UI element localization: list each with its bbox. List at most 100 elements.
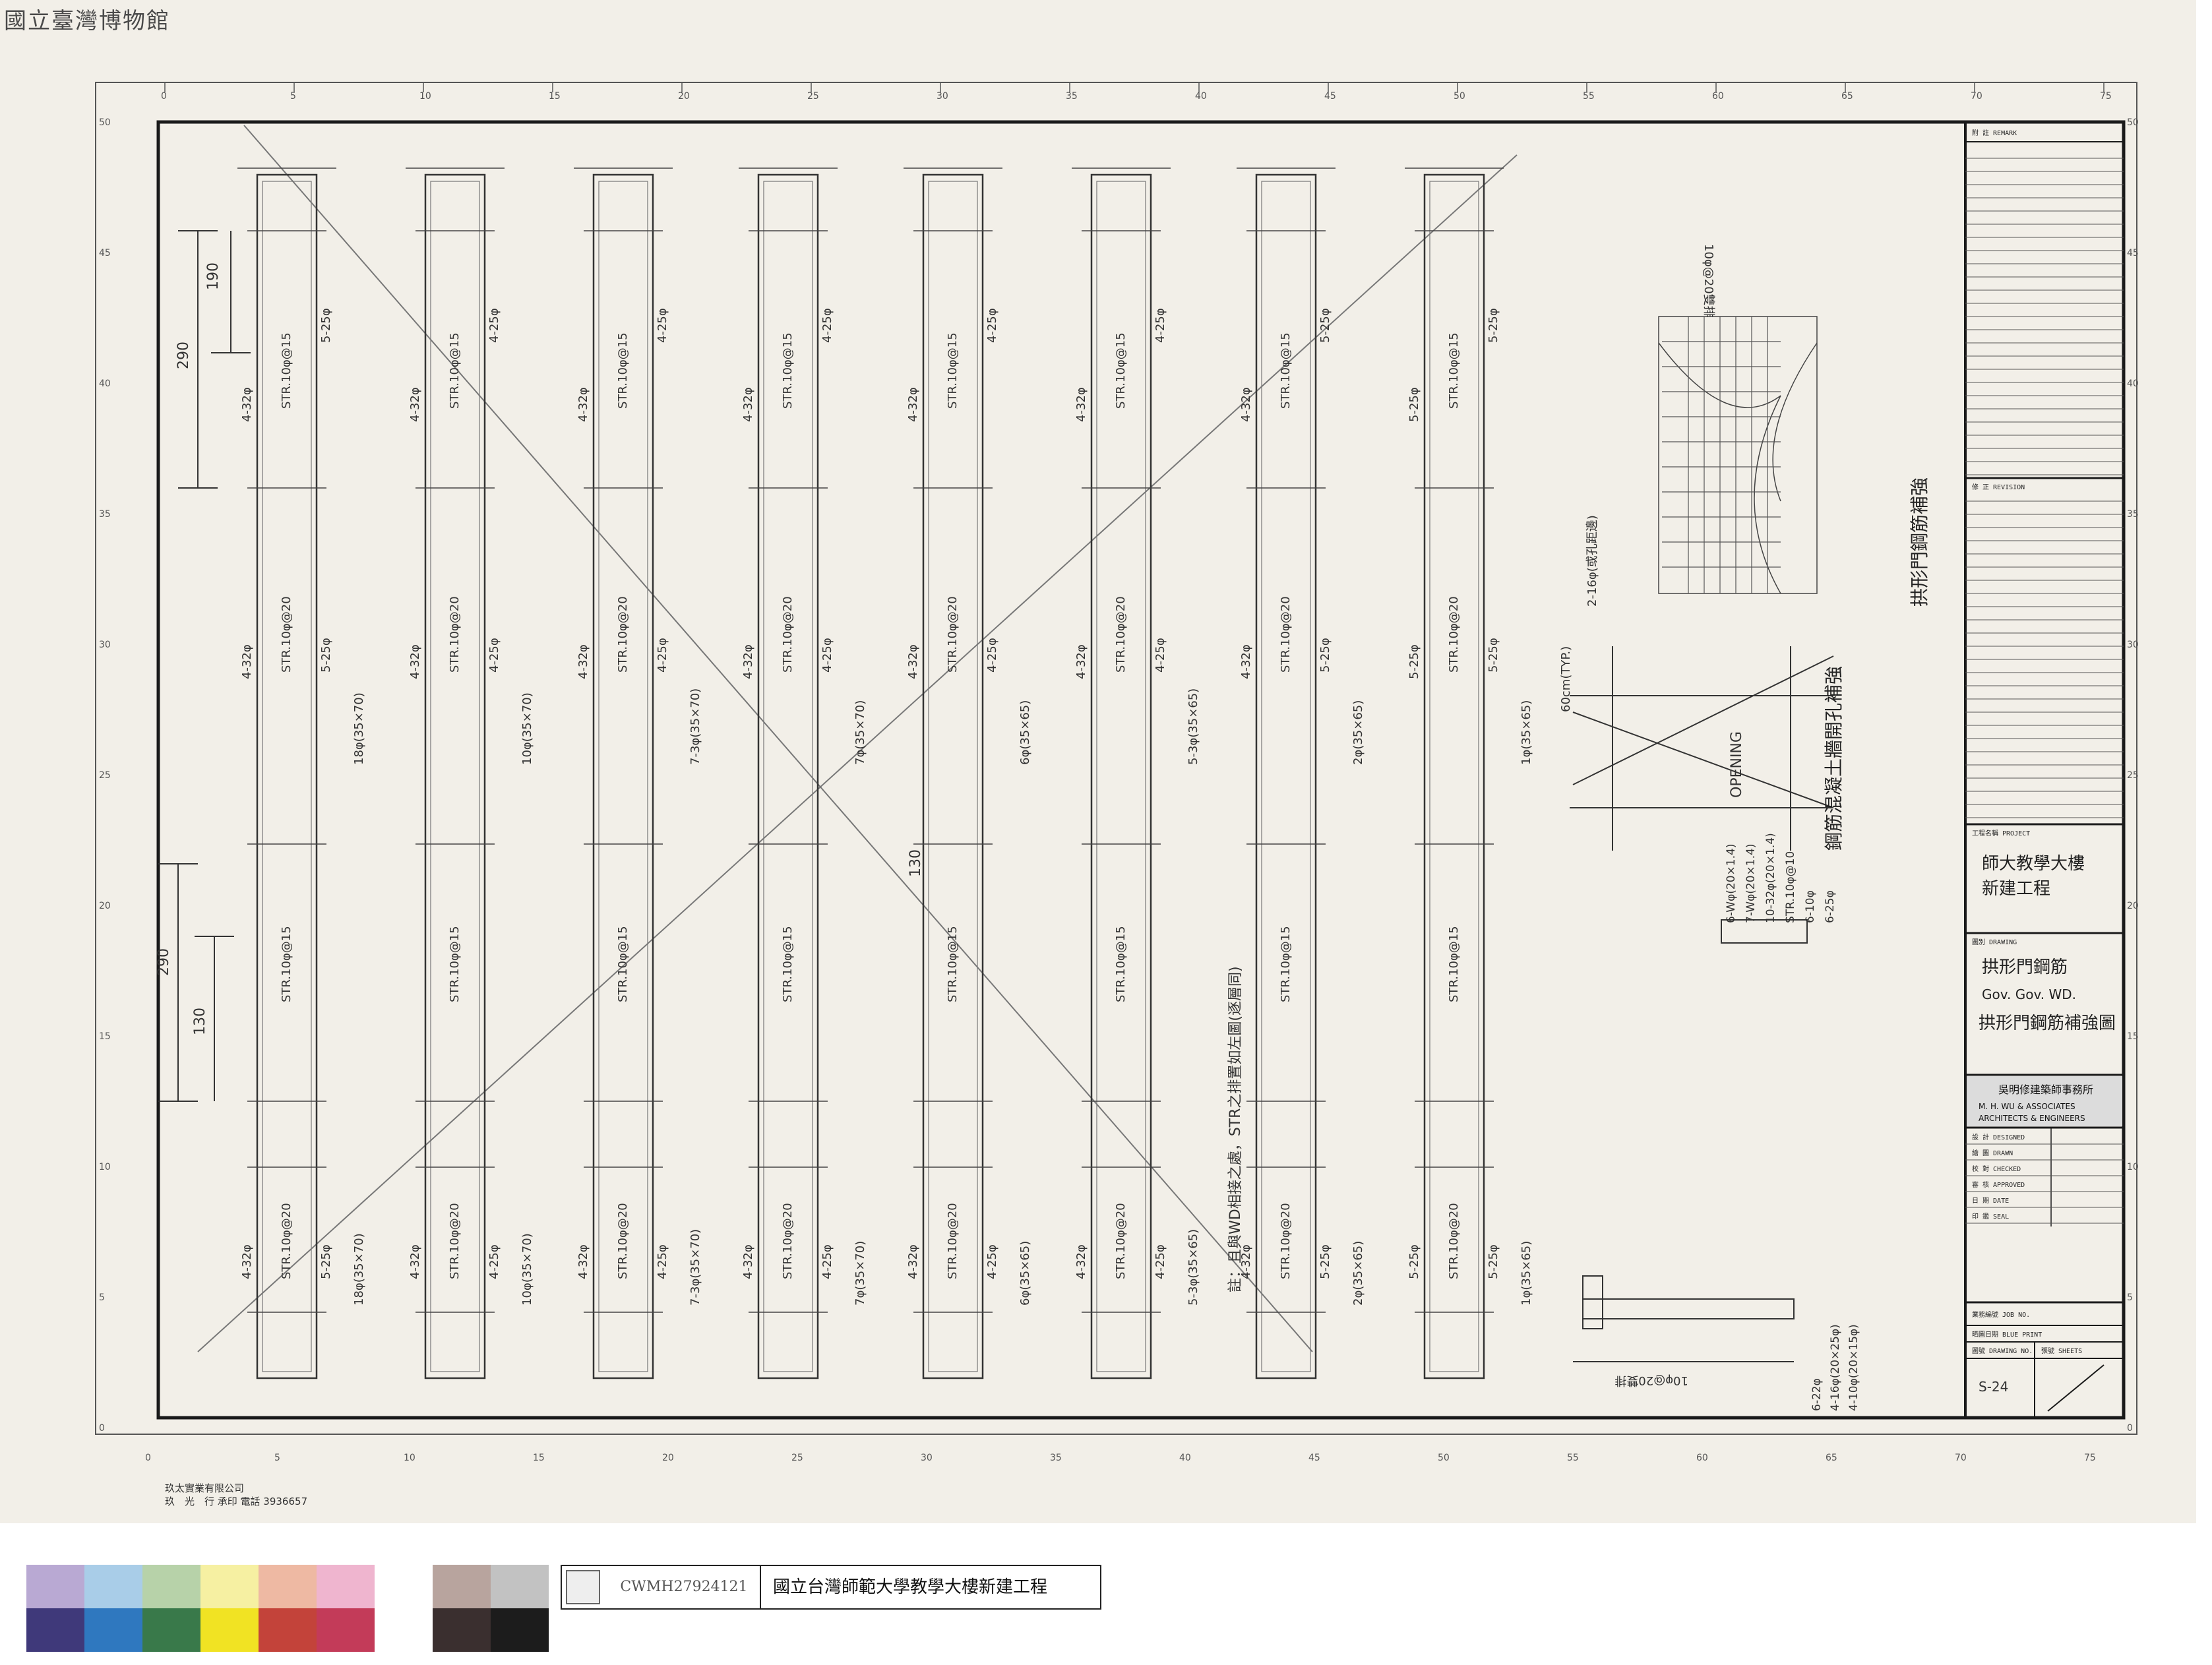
ruler-tick-label-top: 75 — [2100, 91, 2112, 102]
beam-outline — [424, 173, 486, 1379]
ruler-tick-label-left: 30 — [99, 640, 111, 650]
beam-label: 2φ(35×65) — [1351, 700, 1365, 765]
beam-label: STR.10φ@20 — [1447, 596, 1461, 673]
ruler-tick-label-right: 0 — [2127, 1423, 2133, 1434]
beam-label: 7-3φ(35×70) — [689, 1229, 702, 1306]
ruler-tick-label-bottom: 60 — [1696, 1453, 1708, 1463]
section-bar-label: 6-10φ — [1804, 890, 1817, 923]
beam-label: STR.10φ@20 — [280, 1203, 293, 1279]
beam-label: STR.10φ@20 — [616, 1203, 630, 1279]
beam-label: 7φ(35×70) — [853, 700, 867, 765]
note-typ: 60cm(TYP.) — [1559, 646, 1573, 712]
color-swatch-light — [375, 1565, 433, 1608]
beam-label: 6φ(35×65) — [1018, 700, 1032, 765]
foot-dim: 10φ@20雙排 — [1614, 1374, 1688, 1387]
ruler-tick-label-right: 30 — [2127, 640, 2139, 650]
beam-stirrup-line — [430, 181, 480, 1372]
beam-label: STR.10φ@15 — [946, 332, 960, 409]
firm-en-2: ARCHITECTS & ENGINEERS — [1979, 1114, 2085, 1123]
beam-label: 5-25φ — [1487, 1244, 1500, 1279]
beam-label: STR.10φ@15 — [781, 332, 795, 409]
ruler-tick-label-bottom: 40 — [1179, 1453, 1191, 1463]
beam-label: 4-25φ — [985, 308, 999, 343]
beam-label: 2φ(35×65) — [1351, 1241, 1365, 1306]
beam-label: STR.10φ@20 — [781, 1203, 795, 1279]
beam-label: 5-25φ — [1487, 638, 1500, 673]
ruler-tick-label-right: 5 — [2127, 1292, 2133, 1303]
structural-drawing: 0055101015152020252530303535404045455050… — [95, 82, 2139, 1463]
section-labels: 6-25φ6-10φSTR.10φ@1010-32φ(20×1.4)7-Wφ(2… — [1725, 833, 1837, 923]
mesh-lines — [1662, 316, 1781, 593]
beam-label: STR.10φ@20 — [946, 596, 960, 673]
beam-label: 5-25φ — [1318, 308, 1332, 343]
beam-label: 4-32φ — [1239, 387, 1253, 422]
beam-label: STR.10φ@15 — [616, 332, 630, 409]
ruler-ticks: 0055101015152020252530303535404045455050… — [99, 82, 2139, 1463]
beam-label: STR.10φ@20 — [781, 596, 795, 673]
beam-label: 5-25φ — [1407, 387, 1421, 422]
beam-label: STR.10φ@20 — [1279, 1203, 1293, 1279]
color-swatch-dark — [259, 1608, 317, 1652]
beam-label: 4-25φ — [656, 638, 669, 673]
beam-label: STR.10φ@20 — [1279, 596, 1293, 673]
sheets-label: 張號 SHEETS — [2041, 1347, 2082, 1355]
color-swatch-light — [84, 1565, 142, 1608]
beam-label: 4-25φ — [487, 1244, 501, 1279]
diagonal-line — [243, 125, 1313, 1352]
project-name-2: 新建工程 — [1982, 879, 2050, 899]
drawing-no: S-24 — [1979, 1379, 2008, 1395]
ruler-tick-label-bottom: 75 — [2084, 1453, 2096, 1463]
printer-line-1: 玖太實業有限公司 — [165, 1482, 245, 1494]
ruler-tick-label-top: 5 — [290, 91, 296, 102]
beam-label: STR.10φ@20 — [448, 1203, 462, 1279]
note-10-a: 10φ@20雙排 — [1702, 244, 1715, 318]
ruler-tick-label-top: 70 — [1971, 91, 1982, 102]
color-swatch-dark — [200, 1608, 259, 1652]
beam-label: 4-32φ — [408, 1244, 422, 1279]
ruler-tick-label-left: 25 — [99, 770, 111, 781]
ruler-tick-label-top: 10 — [419, 91, 431, 102]
dim-top-b: 290 — [175, 342, 192, 369]
title-block-rules — [1965, 158, 2124, 1224]
beam-label: STR.10φ@15 — [616, 926, 630, 1002]
beam-label: STR.10φ@15 — [280, 332, 293, 409]
drawing-label: 圖別 DRAWING — [1972, 938, 2017, 946]
beam-label: 5-25φ — [1318, 1244, 1332, 1279]
ruler-tick-label-bottom: 70 — [1955, 1453, 1967, 1463]
ruler-tick-label-right: 35 — [2127, 509, 2139, 520]
ruler-tick-label-left: 35 — [99, 509, 111, 520]
foot-bar-label: 6-22φ — [1810, 1378, 1824, 1411]
firm-box — [1967, 1076, 2122, 1126]
printer-credit: 玖太實業有限公司 玖 光 行 承印 電話 3936657 — [165, 1482, 307, 1508]
beam-label: 4-25φ — [985, 1244, 999, 1279]
beam-label: 4-32φ — [240, 387, 254, 422]
beam-stirrup-line — [598, 181, 648, 1372]
beam-label: 4-25φ — [1153, 308, 1167, 343]
beam-stirrup-line — [1429, 181, 1479, 1372]
beam-outline — [922, 173, 984, 1379]
beam-label: 4-32φ — [576, 644, 590, 679]
color-swatch-dark — [317, 1608, 375, 1652]
ruler-tick-label-right: 40 — [2127, 378, 2139, 389]
beam-stirrup-line — [763, 181, 813, 1372]
color-swatch-dark — [84, 1608, 142, 1652]
ruler-tick-label-bottom: 55 — [1567, 1453, 1579, 1463]
beam-outline — [1255, 173, 1317, 1379]
beam-label: 4-25φ — [820, 638, 834, 673]
beam-label: STR.10φ@15 — [1447, 926, 1461, 1002]
ruler-tick-label-top: 55 — [1583, 91, 1595, 102]
color-swatch-light — [433, 1565, 491, 1608]
drawn-label: 繪 圖 DRAWN — [1972, 1149, 2013, 1157]
archive-title: 國立台灣師範大學教學大樓新建工程 — [773, 1577, 1048, 1597]
project-name-1: 師大教學大樓 — [1982, 854, 2085, 874]
ruler-tick-label-left: 50 — [99, 117, 111, 128]
beam-stirrup-line — [262, 181, 312, 1372]
beam-label: 6φ(35×65) — [1018, 1241, 1032, 1306]
beam-label: 4-32φ — [906, 644, 920, 679]
